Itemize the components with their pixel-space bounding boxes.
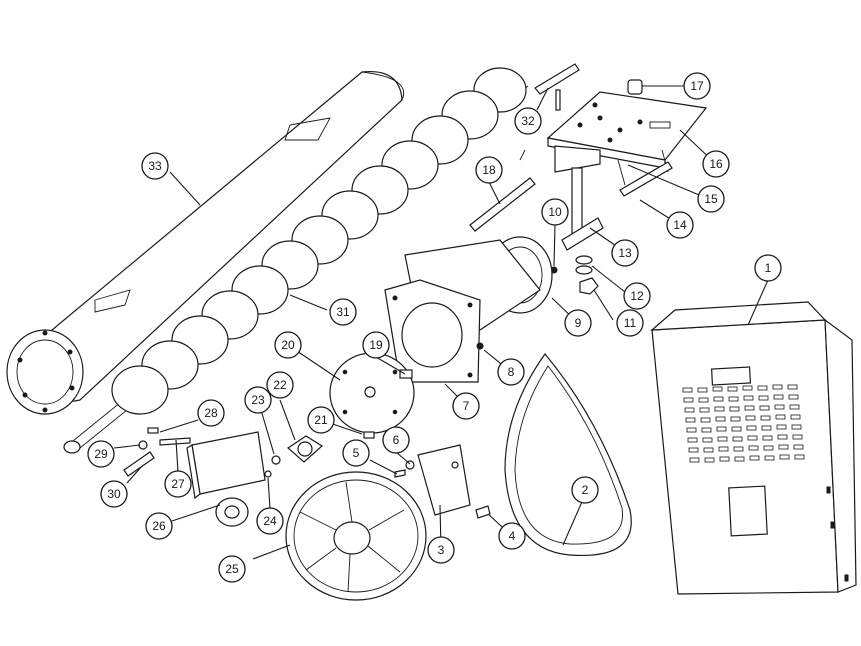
svg-text:31: 31 [336, 305, 350, 319]
shaft-pin [123, 451, 155, 477]
pin-long [619, 161, 673, 197]
callout-31: 31 [329, 298, 357, 326]
screw [394, 469, 406, 478]
callout-12: 12 [623, 282, 651, 310]
fitting [627, 79, 643, 95]
nut [476, 342, 484, 350]
svg-text:22: 22 [273, 378, 287, 392]
svg-text:8: 8 [508, 365, 515, 379]
callout-30: 30 [100, 480, 128, 508]
callout-29: 29 [87, 440, 115, 468]
mounting-bracket-small [417, 444, 471, 516]
callout-33: 33 [141, 152, 169, 180]
svg-text:24: 24 [263, 514, 277, 528]
callout-13: 13 [611, 239, 639, 267]
svg-text:14: 14 [673, 218, 687, 232]
callout-3: 3 [427, 536, 455, 564]
callout-17: 17 [683, 72, 711, 100]
svg-text:20: 20 [281, 338, 295, 352]
drive-belt [504, 353, 632, 557]
svg-text:32: 32 [521, 114, 535, 128]
key [147, 427, 159, 434]
hitch-pin [469, 149, 536, 232]
svg-text:23: 23 [251, 393, 265, 407]
svg-text:21: 21 [314, 413, 328, 427]
control-box [650, 301, 857, 595]
svg-text:29: 29 [94, 447, 108, 461]
callout-14: 14 [666, 211, 694, 239]
taper-bushing [215, 497, 249, 527]
callout-16: 16 [702, 150, 730, 178]
svg-text:4: 4 [509, 529, 516, 543]
callout-27: 27 [164, 470, 192, 498]
svg-text:26: 26 [152, 519, 166, 533]
svg-text:30: 30 [107, 487, 121, 501]
svg-text:13: 13 [618, 246, 632, 260]
svg-text:6: 6 [393, 433, 400, 447]
svg-text:9: 9 [575, 316, 582, 330]
callout-4: 4 [498, 522, 526, 550]
callout-20: 20 [274, 331, 302, 359]
callout-5: 5 [342, 439, 370, 467]
pin-short [399, 369, 413, 379]
callout-10: 10 [541, 198, 569, 226]
svg-text:2: 2 [582, 483, 589, 497]
auger-flighting [63, 67, 529, 454]
svg-text:25: 25 [225, 562, 239, 576]
svg-text:10: 10 [548, 205, 562, 219]
mounting-plate [546, 91, 708, 173]
svg-text:3: 3 [438, 543, 445, 557]
svg-text:5: 5 [353, 446, 360, 460]
svg-text:11: 11 [624, 316, 637, 330]
callout-1: 1 [754, 254, 782, 282]
svg-text:1: 1 [765, 261, 772, 275]
svg-text:17: 17 [690, 79, 704, 93]
callout-23: 23 [244, 386, 272, 414]
callout-32: 32 [514, 107, 542, 135]
callout-25: 25 [218, 555, 246, 583]
top-pin [534, 63, 580, 111]
pulley [285, 471, 427, 601]
flange-bearing [287, 435, 323, 463]
svg-text:7: 7 [463, 399, 470, 413]
vent-slots [682, 384, 805, 463]
callout-11: 11 [616, 309, 644, 337]
svg-text:27: 27 [171, 477, 185, 491]
svg-text:16: 16 [709, 157, 723, 171]
svg-text:18: 18 [482, 163, 496, 177]
callout-19: 19 [362, 331, 390, 359]
callouts: 1 2 3 4 5 6 7 8 9 10 11 12 13 14 15 16 1… [87, 72, 782, 583]
callout-24: 24 [256, 507, 284, 535]
svg-text:19: 19 [369, 338, 383, 352]
callout-26: 26 [145, 512, 173, 540]
callout-8: 8 [497, 358, 525, 386]
callout-9: 9 [564, 309, 592, 337]
end-cap-plate [329, 352, 415, 434]
callout-15: 15 [697, 185, 725, 213]
motor-mount-bracket [186, 431, 266, 500]
nut-small [264, 470, 272, 478]
small-pin [363, 431, 375, 439]
callout-6: 6 [382, 426, 410, 454]
callout-2: 2 [571, 476, 599, 504]
washer-small [138, 440, 148, 450]
callout-21: 21 [307, 406, 335, 434]
callout-28: 28 [197, 399, 225, 427]
pivot-post [561, 167, 604, 251]
lock-nut [271, 455, 281, 465]
flat-washer [575, 255, 593, 275]
svg-text:28: 28 [204, 406, 218, 420]
callout-7: 7 [452, 392, 480, 420]
svg-text:15: 15 [704, 192, 718, 206]
bolt-long [159, 437, 191, 446]
bolt [475, 505, 491, 519]
callout-18: 18 [475, 156, 503, 184]
auger-tube [6, 70, 404, 415]
svg-text:33: 33 [148, 159, 162, 173]
svg-text:12: 12 [630, 289, 644, 303]
hopper-housing [384, 239, 541, 383]
callout-22: 22 [266, 371, 294, 399]
